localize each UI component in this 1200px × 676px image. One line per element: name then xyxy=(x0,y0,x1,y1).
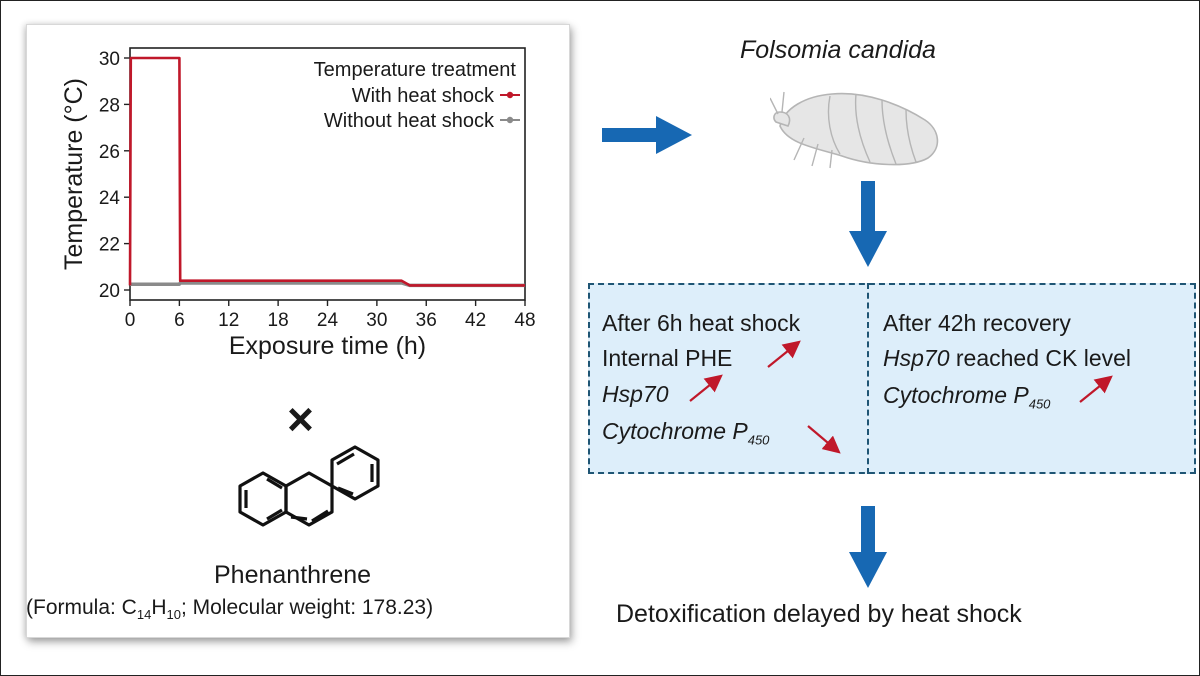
compound-formula: (Formula: C14H10; Molecular weight: 178.… xyxy=(26,596,434,623)
y-tick-label: 26 xyxy=(99,142,120,163)
increase-arrow-icon xyxy=(689,374,723,402)
legend-entry: Without heat shock xyxy=(324,110,495,132)
cross-symbol: × xyxy=(287,393,314,445)
recovery-heading: After 42h recovery xyxy=(883,310,1071,336)
right-arrow-icon xyxy=(602,116,692,154)
y-tick-label: 22 xyxy=(99,235,120,256)
heat-shock-heading: After 6h heat shock xyxy=(602,310,801,336)
y-tick-label: 28 xyxy=(99,95,120,116)
compound-name: Phenanthrene xyxy=(214,561,372,589)
hsp70-recovery-label: Hsp70 reached CK level xyxy=(883,345,1132,371)
y-axis-label: Temperature (°C) xyxy=(60,78,88,270)
x-tick-label: 24 xyxy=(317,310,339,331)
x-tick-label: 18 xyxy=(268,310,289,331)
conclusion-text: Detoxification delayed by heat shock xyxy=(616,600,1022,628)
cytochrome-recovery-label: Cytochrome P450 xyxy=(883,382,1051,412)
increase-arrow-icon xyxy=(767,340,801,368)
decrease-arrow-icon xyxy=(807,425,841,454)
x-tick-label: 12 xyxy=(218,310,239,331)
legend-entry: With heat shock xyxy=(352,85,495,107)
down-arrow-icon xyxy=(849,506,887,588)
hsp70-label: Hsp70 xyxy=(602,381,669,407)
down-arrow-icon xyxy=(849,181,887,267)
legend-marker xyxy=(506,116,514,124)
increase-arrow-icon xyxy=(1079,375,1113,403)
series-line xyxy=(128,56,525,287)
species-name: Folsomia candida xyxy=(740,36,936,64)
x-tick-label: 30 xyxy=(366,310,387,331)
x-tick-label: 48 xyxy=(514,310,535,331)
internal-phe-label: Internal PHE xyxy=(602,345,733,371)
x-axis-label: Exposure time (h) xyxy=(229,332,426,360)
results-box-divider xyxy=(867,283,869,474)
springtail-icon xyxy=(770,91,939,169)
y-tick-label: 30 xyxy=(99,49,120,70)
x-tick-label: 0 xyxy=(125,310,136,331)
legend-marker xyxy=(506,91,514,99)
cytochrome-label: Cytochrome P450 xyxy=(602,418,770,448)
legend-title: Temperature treatment xyxy=(314,59,517,81)
y-tick-label: 24 xyxy=(99,188,121,209)
x-tick-label: 6 xyxy=(174,310,185,331)
y-tick-label: 20 xyxy=(99,281,120,302)
x-tick-label: 36 xyxy=(416,310,437,331)
phenanthrene-structure-icon xyxy=(238,445,380,527)
temperature-chart-panel xyxy=(26,24,570,638)
x-tick-label: 42 xyxy=(465,310,486,331)
